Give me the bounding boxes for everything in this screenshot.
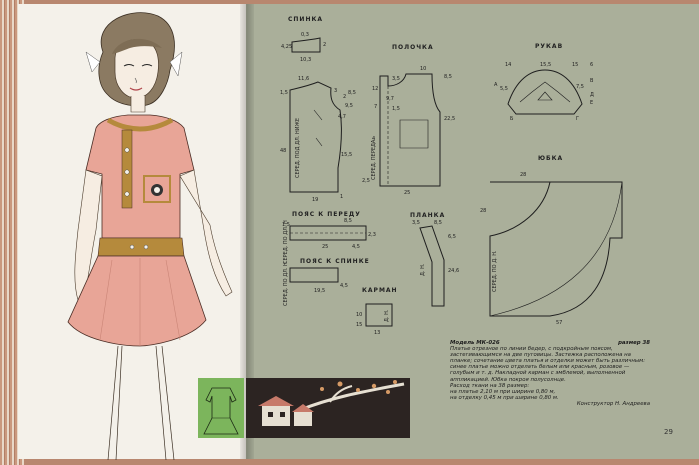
fabric-line-1: на платье 2,10 м при ширине 0,80 м, <box>450 388 556 395</box>
dim-label: 10 <box>356 312 362 318</box>
pocket-emblem-scene <box>246 378 410 438</box>
dim-label: В <box>590 78 594 84</box>
dim-label: 7 <box>374 104 377 110</box>
pattern-back-belt: ПОЯС К СПИНКЕ 19,5 4,5 СЕРЕД. ПО ДЛ. Н <box>283 258 370 306</box>
dim-label: 4,7 <box>338 114 346 120</box>
dim-label: 1,5 <box>282 222 290 228</box>
vertical-label: СЕРЕД. ПО Д. Н. <box>492 250 498 292</box>
label-polochka: ПОЛОЧКА <box>392 44 434 51</box>
label-karman: КАРМАН <box>362 287 398 294</box>
dim-label: 7,5 <box>576 84 584 90</box>
dim-label: 48 <box>280 148 286 154</box>
dim-label: 15,5 <box>540 62 551 68</box>
model-description: Модель МК-026 размер 38 Платье отрезное … <box>450 340 650 407</box>
dim-label: 3 <box>334 88 337 94</box>
dim-label: 28 <box>480 208 486 214</box>
vertical-label: СЕРЕД. ПО ДЛ. Н <box>283 220 289 264</box>
vertical-label: СЕРЕД. ПО ДЛ. Н <box>283 262 289 306</box>
pattern-pocket: КАРМАН 15 13 10 Д. Н. <box>356 287 398 336</box>
dim-label: 24,6 <box>448 268 459 274</box>
dim-label: 8,5 <box>348 90 356 96</box>
label-yubka: ЮБКА <box>538 155 563 162</box>
dim-label: 6,5 <box>448 234 456 240</box>
dim-label: 8,5 <box>444 74 452 80</box>
pattern-polochka: ПОЛОЧКА 3,5 10 8,5 12 9,7 1,5 7 22,5 4 2… <box>362 44 455 196</box>
label-spinka: СПИНКА <box>288 16 323 23</box>
model-name: Модель МК-026 <box>450 340 500 346</box>
dim-label: Д <box>590 92 594 98</box>
dim-label: 14 <box>505 62 511 68</box>
dim-label: 0,3 <box>301 32 309 38</box>
vertical-label: Д. Н. <box>384 309 390 322</box>
designer-credit: Конструктор Н. Андреева <box>576 400 650 407</box>
dim-label: 2,3 <box>368 232 376 238</box>
girl-illustration <box>67 12 233 461</box>
vertical-label: Д. Н. <box>420 263 426 276</box>
description-body: Платье отрезное по линии бедер, с подкро… <box>450 346 646 383</box>
dim-label: 3,5 <box>392 76 400 82</box>
dim-label: Б <box>510 116 514 122</box>
dim-label: 8,5 <box>344 218 352 224</box>
dim-label: 13 <box>374 330 380 336</box>
dim-label: Г <box>576 116 579 122</box>
dim-label: 19,5 <box>314 288 325 294</box>
pattern-spinka-collar: СПИНКА 0,3 4,25 2 10,3 <box>281 16 326 63</box>
fabric-line-2: на отделку 0,45 м при ширине 0,80 м. <box>450 394 559 401</box>
dim-label: 25 <box>322 244 328 250</box>
dim-label: 3,5 <box>412 220 420 226</box>
dim-label: 15,5 <box>341 152 352 158</box>
label-poyas-pered: ПОЯС К ПЕРЕДУ <box>292 211 361 218</box>
page-gutter <box>240 4 254 459</box>
dim-label: 15 <box>356 322 362 328</box>
dim-label: 4,25 <box>281 44 292 50</box>
label-planka: ПЛАНКА <box>410 212 445 219</box>
dim-label: 8,5 <box>434 220 442 226</box>
pattern-skirt: ЮБКА 28 28 57 СЕРЕД. ПО Д. Н. <box>480 155 623 326</box>
dim-label: 12 <box>372 86 378 92</box>
dim-label: 15 <box>572 62 578 68</box>
dim-label: 4,5 <box>340 283 348 289</box>
dim-label: 10 <box>420 66 426 72</box>
dim-label: 11,6 <box>298 76 309 82</box>
vertical-label: СЕРЕД. ПОД ДЛ. НИЖЕ <box>295 118 301 178</box>
label-rukav: РУКАВ <box>535 43 563 50</box>
dim-label: 9,7 <box>386 96 394 102</box>
dim-label: 1,5 <box>392 106 400 112</box>
dim-label: 25 <box>404 190 410 196</box>
dim-label: Е <box>590 100 593 106</box>
dim-label: 2 <box>323 42 326 48</box>
pattern-front-belt: ПОЯС К ПЕРЕДУ 25 4,5 8,5 1,5 2,3 СЕРЕД. … <box>282 211 376 264</box>
dress-thumbnail <box>198 378 244 438</box>
dim-label: 9,5 <box>345 103 353 109</box>
dim-label: 2,5 <box>362 178 370 184</box>
dim-label: 57 <box>556 320 562 326</box>
dim-label: 5,5 <box>500 86 508 92</box>
dim-label: 10,3 <box>300 57 311 63</box>
dim-label: 6 <box>590 62 593 68</box>
dim-label: 1 <box>340 194 343 200</box>
page-number: 29 <box>664 428 673 436</box>
pattern-back-bodice: 11,6 1,5 3 2 8,5 9,5 4,7 48 15,5 19 1 СЕ… <box>280 76 356 203</box>
dim-label: 19 <box>312 197 318 203</box>
dim-label: 22,5 <box>444 116 455 122</box>
dim-label: 28 <box>520 172 526 178</box>
dim-label: 1,5 <box>280 90 288 96</box>
label-poyas-spinka: ПОЯС К СПИНКЕ <box>300 258 370 265</box>
dim-label: 4,5 <box>352 244 360 250</box>
pattern-sleeve: РУКАВ 14 15,5 15 6 7,5 5,5 А Б В Г Д Е <box>494 43 594 122</box>
dim-label: 4 <box>372 136 375 142</box>
dim-label: 2 <box>343 94 346 100</box>
dim-label: А <box>494 82 498 88</box>
model-size: размер 38 <box>618 340 650 346</box>
fabric-title: Расход ткани на 38 размер: <box>450 382 530 389</box>
pattern-placket: ПЛАНКА 3,5 8,5 6,5 24,6 Д. Н. <box>410 212 459 307</box>
vertical-label: СЕРЕД. ПЕРЕДА <box>371 139 377 180</box>
